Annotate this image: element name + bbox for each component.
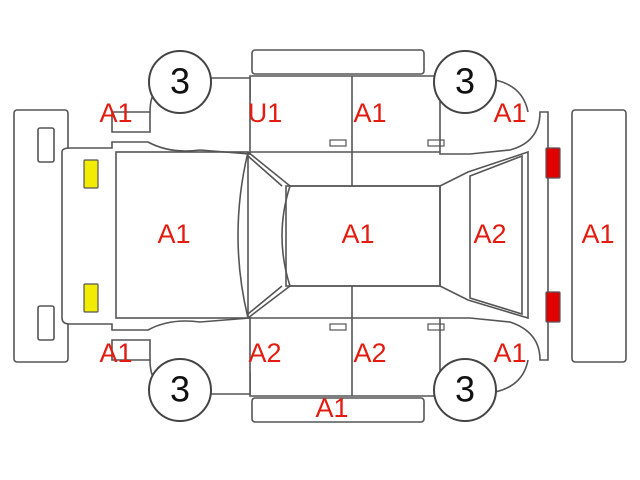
wheel-rear-right: 3 [433,358,497,422]
label-fender-rear-top: A1 [493,98,526,128]
taillight-bottom [545,291,561,323]
rear-glass-outline [439,150,529,320]
label-door-rear-bottom: A2 [353,338,386,368]
windshield-left [237,151,249,319]
hood-panel [115,151,249,319]
front-fender-bottom [111,339,151,361]
a-pillar-bottom [247,285,283,315]
label-side-sill-bottom: A1 [315,393,348,423]
label-fender-front-bottom: A1 [99,338,132,368]
wheel-rear-right-grade: 3 [455,369,475,410]
side-sill-top [251,49,425,75]
headlight-bottom [83,283,99,313]
wheel-front-right-grade: 3 [170,369,190,410]
headlight-top [83,159,99,189]
rear-bumper [571,109,627,363]
side-sill-bottom [251,397,425,423]
label-hood: A1 [157,219,190,249]
car-body [61,75,549,397]
label-door-front-top: U1 [248,98,283,128]
label-fender-rear-bottom: A1 [493,338,526,368]
front-bumper [13,109,69,363]
label-door-front-bottom: A2 [248,338,281,368]
roof-panel [285,185,441,287]
door-handle-front-bottom [329,323,347,331]
wheel-front-left: 3 [148,50,212,114]
door-handle-front-top [329,139,347,147]
label-roof: A1 [341,219,374,249]
wheel-front-left-grade: 3 [170,61,190,102]
label-rear-glass: A2 [473,219,506,249]
wheel-rear-left-grade: 3 [455,61,475,102]
door-handle-rear-top [427,139,445,147]
label-rear-bumper: A1 [581,219,614,249]
front-fender-top [111,111,151,133]
label-door-rear-top: A1 [353,98,386,128]
wheel-front-right: 3 [148,358,212,422]
door-handle-rear-bottom [427,323,445,331]
a-pillar-top [247,155,283,187]
taillight-top [545,147,561,179]
wheel-rear-left: 3 [433,50,497,114]
rear-glass [469,154,523,316]
label-fender-front-top: A1 [99,98,132,128]
windshield-inner [281,185,291,287]
